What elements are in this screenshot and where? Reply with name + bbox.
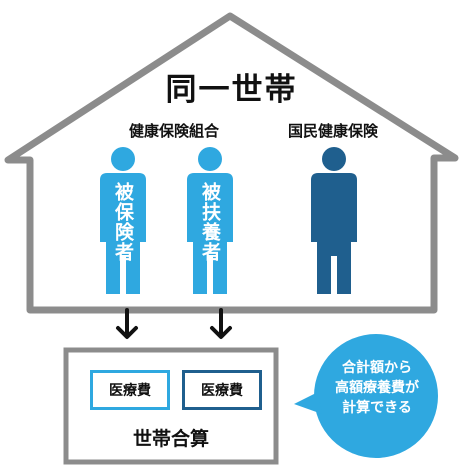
bubble-line: 合計額から: [342, 360, 412, 376]
bubble-text: 合計額から 高額療養費が 計算できる: [316, 358, 438, 418]
bubble-line: 計算できる: [342, 400, 412, 416]
arrow-down-icon: [210, 308, 232, 339]
bubble-line: 高額療養費が: [335, 380, 419, 396]
group-label-health-insurance-society: 健康保険組合: [128, 122, 219, 140]
person-national-insurance-figure: [311, 147, 357, 294]
household-total-label: 世帯合算: [132, 428, 209, 450]
group-label-national-health-insurance: 国民健康保険: [287, 122, 378, 140]
person-insured-figure: [100, 147, 146, 294]
speech-bubble: [294, 334, 438, 458]
medical-cost-box-2: 医療費: [182, 370, 262, 410]
person-dependent-figure: [187, 147, 233, 294]
title: 同一世帯: [165, 72, 298, 108]
person-insured-label: 被保険者: [112, 182, 134, 262]
person-dependent-label: 被扶養者: [199, 182, 221, 262]
medical-cost-box-1: 医療費: [90, 370, 170, 410]
arrow-down-icon: [116, 308, 138, 339]
house-outline: [4, 12, 459, 314]
